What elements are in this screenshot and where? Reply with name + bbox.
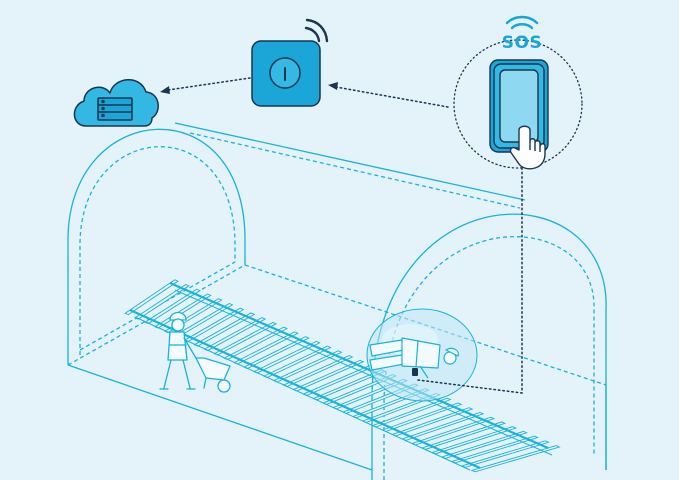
tunnel-back-arch-outer [67, 128, 246, 365]
server-rack [97, 97, 133, 121]
track-sleeper [470, 445, 561, 473]
gateway-wifi-arc-inner [304, 26, 321, 43]
arrow-to-cloud [160, 86, 170, 94]
hand-shape [509, 125, 546, 170]
gateway-device [251, 18, 329, 107]
sos-alarm-device-icon [489, 59, 549, 153]
arrowheads [160, 82, 338, 94]
tunnel-roof-line [174, 122, 526, 201]
worker-leg-right [182, 359, 191, 389]
fallen-worker-body [401, 337, 441, 369]
sos-device: SOS [453, 15, 583, 170]
fallen-worker-arm [419, 365, 429, 379]
pointing-hand-icon [509, 125, 546, 170]
gateway-wifi-icon [304, 18, 329, 43]
sos-label: SOS [502, 33, 542, 53]
worker-body [167, 331, 188, 361]
server-led-2 [101, 106, 105, 111]
connections [167, 77, 523, 394]
rail-back-lower [174, 289, 553, 456]
tunnel-roof-line-dashed [189, 132, 521, 209]
server-led-1 [101, 99, 105, 104]
rail-front-lower [134, 316, 471, 471]
sos-range-circle [453, 39, 583, 169]
tunnel-floor-front-edge [67, 364, 373, 471]
rail-front [129, 308, 481, 470]
wheelbarrow-wheel [217, 379, 231, 393]
arrow-to-gateway [328, 82, 338, 90]
rail-back [169, 281, 549, 450]
track-sleeper [153, 293, 212, 329]
tunnel-back-arch-inner [79, 146, 236, 355]
worker-with-wheelbarrow-icon [159, 311, 231, 393]
wheelbarrow-leg [203, 377, 207, 389]
worker-helmet [169, 311, 187, 321]
wheelbarrow-tray [195, 357, 231, 381]
cloud-server-icon [73, 79, 159, 127]
worn-sos-device [412, 368, 418, 376]
track-sleeper [124, 279, 179, 316]
sos-wifi-arc-inner [510, 23, 534, 30]
hand-fingers [529, 141, 541, 152]
worker-head [171, 318, 185, 332]
connection-gateway-to-cloud [167, 77, 251, 91]
fallen-worker-helmet [445, 347, 459, 357]
gateway-wifi-arc-outer [305, 18, 329, 43]
connection-sos-to-gateway [335, 86, 449, 108]
fallen-worker-group [366, 308, 478, 402]
fallen-worker-icon [369, 337, 459, 379]
worker-arm [183, 337, 197, 359]
tunnel-floor-inner-edge [79, 261, 236, 351]
gateway-device-icon [251, 40, 321, 107]
sos-wifi-icon [505, 15, 539, 30]
server-rack-dividers [98, 104, 132, 113]
track-sleeper [134, 283, 190, 320]
sos-wifi-arc-outer [505, 15, 539, 25]
track-sleeper [144, 288, 201, 325]
server-led-3 [101, 113, 105, 118]
worker-leg-left [163, 359, 172, 389]
fallen-worker-vest-stripe [415, 339, 419, 368]
connection-worker-to-sos [417, 164, 523, 394]
